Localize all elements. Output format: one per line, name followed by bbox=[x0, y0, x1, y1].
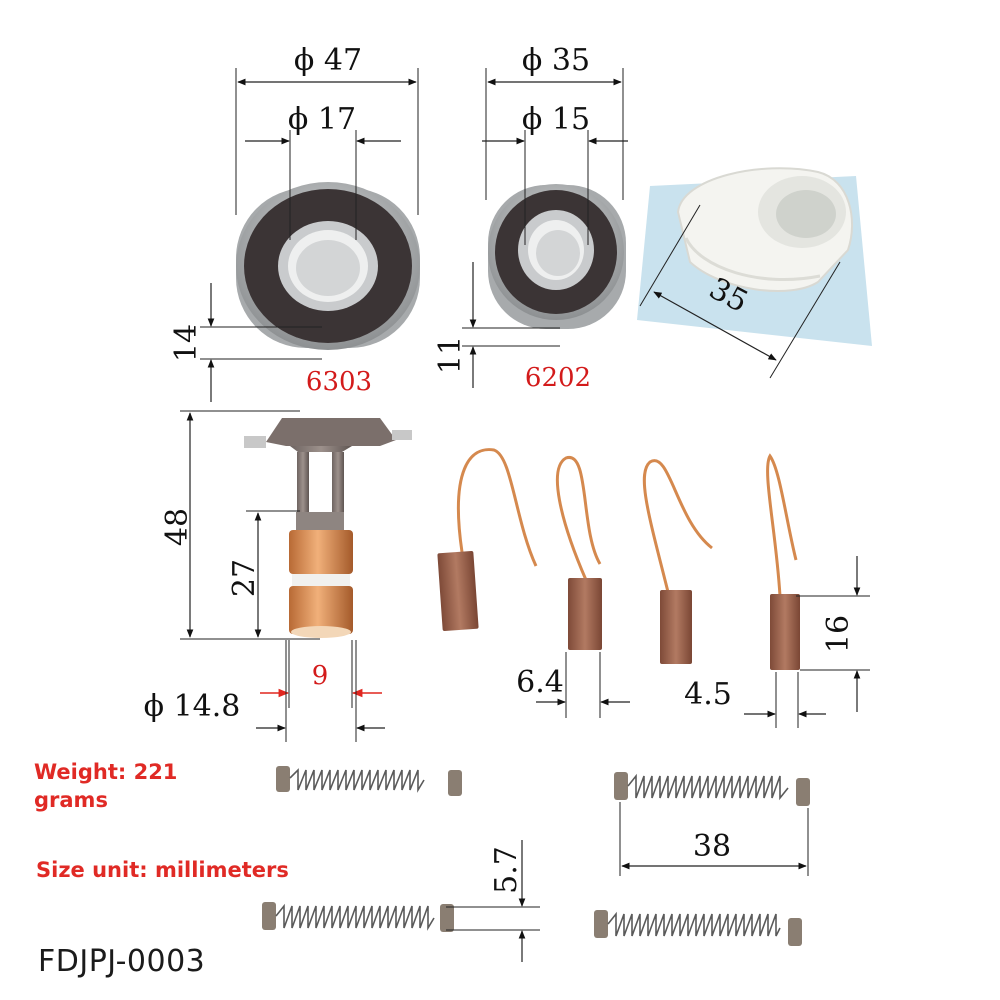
spring-length: 38 bbox=[693, 829, 731, 864]
slip-ring-ring-width: 9 bbox=[312, 661, 329, 691]
springs bbox=[262, 766, 810, 946]
carbon-brushes bbox=[437, 448, 800, 670]
slip-ring-ring-length: 27 bbox=[227, 559, 262, 597]
product-code: FDJPJ-0003 bbox=[38, 944, 206, 979]
cap-dimension bbox=[639, 204, 841, 379]
bearing-6202-width: 11 bbox=[433, 336, 468, 374]
bearing-6202-dimensions bbox=[462, 68, 628, 388]
bearing-6303-inner-diameter: ϕ 17 bbox=[288, 102, 356, 137]
spring-dimensions bbox=[446, 802, 809, 962]
spring-diameter: 5.7 bbox=[489, 846, 524, 894]
bearing-6202-outer-diameter: ϕ 35 bbox=[522, 43, 590, 78]
slip-ring-height: 48 bbox=[160, 508, 195, 546]
bearing-6303-outer-diameter: ϕ 47 bbox=[294, 43, 362, 78]
brush-length: 16 bbox=[821, 615, 856, 653]
bearing-6303-dimensions bbox=[200, 68, 419, 402]
weight-label: Weight: 221 grams bbox=[34, 760, 178, 812]
bearing-6202-inner-diameter: ϕ 15 bbox=[522, 102, 590, 137]
slip-ring bbox=[244, 418, 412, 638]
bearing-6303-model: 6303 bbox=[306, 367, 372, 397]
brush-dimensions bbox=[536, 556, 870, 728]
bearing-6202 bbox=[488, 184, 626, 329]
size-unit-label: Size unit: millimeters bbox=[36, 858, 289, 882]
brush-width-2: 4.5 bbox=[684, 677, 732, 712]
plastic-cap bbox=[637, 167, 872, 346]
slip-ring-dimensions bbox=[180, 410, 385, 742]
slip-ring-diameter: ϕ 14.8 bbox=[144, 689, 241, 724]
bearing-6303 bbox=[236, 182, 420, 350]
bearing-6202-model: 6202 bbox=[525, 363, 591, 393]
brush-width-1: 6.4 bbox=[516, 665, 564, 700]
bearing-6303-width: 14 bbox=[169, 324, 204, 362]
